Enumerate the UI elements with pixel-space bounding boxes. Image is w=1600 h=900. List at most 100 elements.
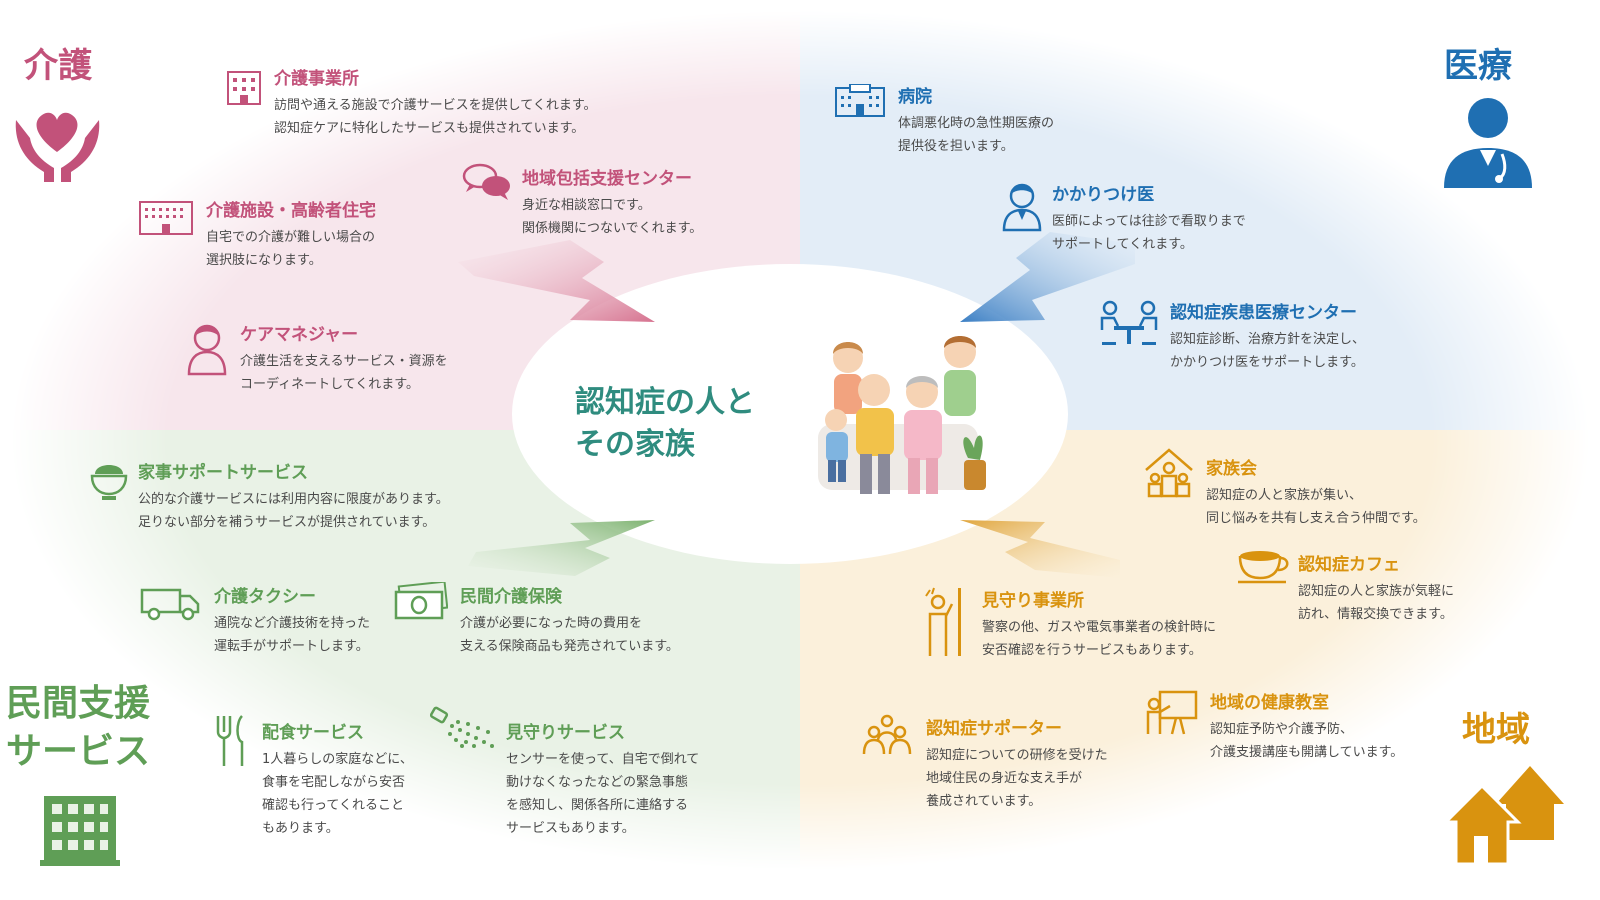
item-desc-line: 確認も行ってくれること	[262, 798, 404, 813]
item-desc-line: コーディネートしてくれます。	[240, 377, 420, 392]
item-title: 見守り事業所	[982, 591, 1084, 611]
person-icon	[187, 324, 227, 376]
category-private-line1: 民間支援	[6, 683, 151, 724]
item-desc-line: 介護生活を支えるサービス・資源を	[240, 354, 448, 369]
item-kaigo-facility: 介護施設・高齢者住宅 自宅での介護が難しい場合の選択肢になります。	[206, 200, 376, 272]
item-watch-office: 見守り事業所 警察の他、ガスや電気事業者の検針時に安否確認を行うサービスもありま…	[982, 590, 1216, 662]
item-desc-line: 自宅での介護が難しい場合の	[206, 230, 376, 245]
item-houkatsu: 地域包括支援センター 身近な相談窓口です。関係機関につないでくれます。	[522, 168, 702, 240]
family-house-icon	[1145, 448, 1193, 498]
houses-icon	[1446, 766, 1564, 864]
center-label: 認知症の人と その家族	[575, 382, 755, 466]
item-desc-line: 足りない部分を補うサービスが提供されています。	[138, 515, 436, 530]
item-title: 地域包括支援センター	[522, 169, 692, 189]
item-desc-line: 介護が必要になった時の費用を	[460, 616, 643, 631]
item-desc-line: 選択肢になります。	[206, 253, 322, 268]
hospital-icon	[835, 84, 885, 117]
item-title: 病院	[898, 87, 932, 107]
item-desc-line: 支える保険商品も発売されています。	[460, 639, 679, 654]
item-title: 認知症疾患医療センター	[1170, 303, 1357, 323]
speech-bubbles-icon	[462, 163, 510, 200]
fork-knife-icon	[216, 715, 244, 766]
item-title: 見守りサービス	[506, 723, 625, 743]
office-building-icon	[40, 796, 120, 866]
waving-person-icon	[925, 587, 961, 656]
rice-bowl-icon	[90, 465, 128, 500]
item-desc-line: 訪れ、情報交換できます。	[1298, 607, 1453, 622]
item-desc-line: 認知症の人と家族が気軽に	[1298, 584, 1455, 599]
item-desc-line: 警察の他、ガスや電気事業者の検針時に	[982, 620, 1217, 635]
sensor-icon	[430, 706, 494, 748]
item-housework: 家事サポートサービス 公的な介護サービスには利用内容に限度があります。足りない部…	[138, 462, 449, 534]
group-icon	[862, 714, 912, 755]
item-title: 介護タクシー	[214, 587, 316, 607]
item-desc-line: もあります。	[262, 821, 339, 836]
item-title: 民間介護保険	[460, 587, 562, 607]
item-desc-line: サポートしてくれます。	[1052, 237, 1193, 252]
item-desc-line: センサーを使って、自宅で倒れて	[506, 752, 700, 767]
private-arrow	[468, 520, 655, 576]
item-family-doctor: かかりつけ医 医師によっては往診で看取りまでサポートしてくれます。	[1052, 184, 1246, 256]
item-title: かかりつけ医	[1052, 185, 1155, 205]
item-health-class: 地域の健康教室 認知症予防や介護予防、介護支援講座も開講しています。	[1210, 692, 1403, 764]
item-desc-line: 地域住民の身近な支え手が	[926, 771, 1083, 786]
item-desc-line: 医師によっては往診で看取りまで	[1052, 214, 1246, 229]
item-desc-line: 認知症診断、治療方針を決定し、	[1170, 332, 1366, 347]
medical-arrow	[960, 232, 1135, 322]
item-desc-line: かかりつけ医をサポートします。	[1170, 355, 1364, 370]
item-cafe: 認知症カフェ 認知症の人と家族が気軽に訪れ、情報交換できます。	[1298, 554, 1454, 626]
doctor-silhouette-icon	[1444, 98, 1532, 188]
item-title: 認知症カフェ	[1298, 555, 1400, 575]
item-supporter: 認知症サポーター 認知症についての研修を受けた地域住民の身近な支え手が養成されて…	[926, 718, 1108, 813]
community-arrow	[960, 520, 1120, 578]
item-title: 介護施設・高齢者住宅	[206, 201, 376, 221]
item-desc-line: 動けなくなったなどの緊急事態	[506, 775, 689, 790]
item-title: 家事サポートサービス	[138, 463, 308, 483]
item-hospital: 病院 体調悪化時の急性期医療の提供役を担います。	[898, 86, 1054, 158]
category-community: 地域	[1462, 710, 1530, 750]
care-arrow	[458, 240, 655, 322]
teacher-board-icon	[1146, 690, 1198, 735]
item-insurance: 民間介護保険 介護が必要になった時の費用を支える保険商品も発売されています。	[460, 586, 679, 658]
heart-hands-icon	[15, 112, 100, 182]
item-desc-line: 関係機関につないでくれます。	[522, 221, 703, 236]
building-icon	[227, 71, 261, 105]
item-title: 配食サービス	[262, 723, 364, 743]
item-watch-service: 見守りサービス センサーを使って、自宅で倒れて動けなくなったなどの緊急事態を感知…	[506, 722, 699, 840]
center-line2: その家族	[575, 427, 695, 462]
item-desc-line: 体調悪化時の急性期医療の	[898, 116, 1055, 131]
item-title: 介護事業所	[274, 69, 359, 89]
money-icon	[394, 582, 448, 620]
item-family-group: 家族会 認知症の人と家族が集い、同じ悩みを共有し支え合う仲間です。	[1206, 458, 1426, 530]
item-desc-line: 認知症ケアに特化したサービスも提供されています。	[274, 121, 585, 136]
item-dementia-center: 認知症疾患医療センター 認知症診断、治療方針を決定し、かかりつけ医をサポートしま…	[1170, 302, 1365, 374]
item-desc-line: 訪問や通える施設で介護サービスを提供してくれます。	[274, 98, 597, 113]
item-care-manager: ケアマネジャー 介護生活を支えるサービス・資源をコーディネートしてくれます。	[240, 324, 448, 396]
item-desc-line: 安否確認を行うサービスもあります。	[982, 643, 1202, 658]
category-private: 民間支援 サービス	[6, 680, 150, 776]
item-desc-line: 認知症についての研修を受けた	[926, 748, 1108, 763]
family-illustration	[818, 336, 986, 494]
item-desc-line: 養成されています。	[926, 794, 1042, 809]
van-icon	[140, 588, 200, 621]
category-private-line2: サービス	[6, 731, 151, 772]
item-desc-line: サービスもあります。	[506, 821, 635, 836]
item-taxi: 介護タクシー 通院など介護技術を持った運転手がサポートします。	[214, 586, 370, 658]
item-desc-line: 運転手がサポートします。	[214, 639, 369, 654]
item-desc-line: を感知し、関係各所に連絡する	[506, 798, 689, 813]
item-title: 認知症サポーター	[926, 719, 1062, 739]
item-title: 家族会	[1206, 459, 1257, 479]
item-desc-line: 食事を宅配しながら安否	[262, 775, 406, 790]
center-line1: 認知症の人と	[575, 385, 755, 420]
item-kaigo-office: 介護事業所 訪問や通える施設で介護サービスを提供してくれます。認知症ケアに特化し…	[274, 68, 597, 140]
item-title: 地域の健康教室	[1210, 693, 1329, 713]
item-title: ケアマネジャー	[240, 325, 359, 345]
consultation-icon	[1100, 300, 1158, 345]
item-desc-line: 同じ悩みを共有し支え合う仲間です。	[1206, 511, 1426, 526]
item-meal: 配食サービス 1人暮らしの家庭などに、食事を宅配しながら安否確認も行ってくれるこ…	[262, 722, 413, 840]
doctor-icon	[1002, 183, 1042, 232]
item-desc-line: 介護支援講座も開講しています。	[1210, 745, 1404, 760]
item-desc-line: 1人暮らしの家庭などに、	[262, 752, 413, 767]
item-desc-line: 通院など介護技術を持った	[214, 616, 371, 631]
category-medical: 医療	[1444, 46, 1512, 86]
